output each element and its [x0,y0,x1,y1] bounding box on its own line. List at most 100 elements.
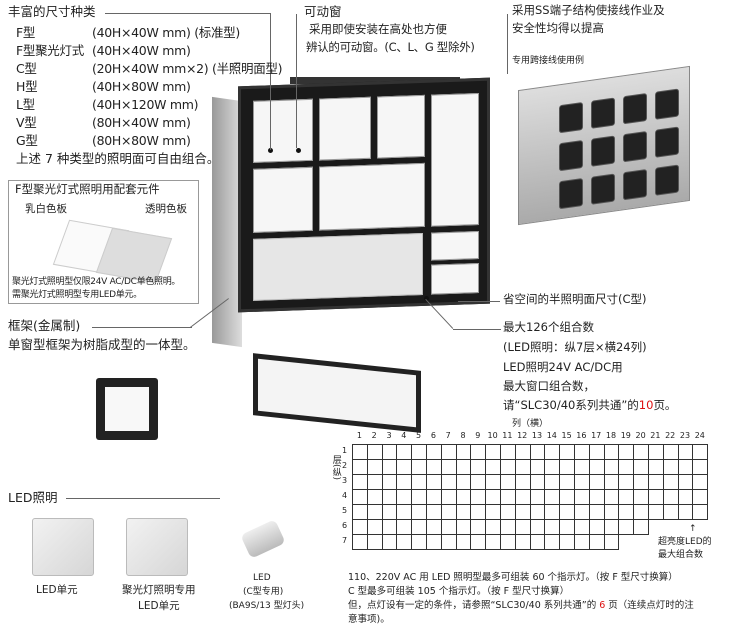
grid-cell [396,444,413,460]
grid-cell [396,519,413,535]
grid-cell [426,489,442,505]
grid-cell [426,459,442,475]
grid-cell [440,534,457,550]
grid-cell [366,444,383,460]
grid-row-number: 6 [342,521,348,530]
grid-cell [544,474,561,490]
grid-cell [455,489,472,505]
grid-cell [426,474,442,490]
grid-cell [352,504,368,520]
grid-col-number: 23 [679,431,691,440]
leader-line [270,13,271,150]
grid-cell [411,489,427,505]
grid-cell [574,489,590,505]
leader-line [92,327,192,328]
grid-cell [677,474,694,490]
lamp-label: (C型专用) [243,587,284,597]
grid-col-number: 11 [502,431,513,440]
grid-cell [500,444,516,460]
grid-cell [426,444,442,460]
grid-cell [588,474,605,490]
grid-cell [440,474,457,490]
page-ref: 6 [599,600,606,611]
grid-col-number: 18 [605,431,617,440]
grid-cell [485,474,501,490]
led-unit-image [32,518,94,576]
grid-cell [603,534,620,550]
grid-cell [426,534,442,550]
grid-cell [559,504,575,520]
grid-col-number: 22 [665,431,676,440]
grid-cell [500,519,516,535]
grid-cell [588,519,605,535]
page-ref: 10 [638,398,654,412]
size-types-title: 丰富的尺寸种类 [8,4,96,19]
grid-cell [366,474,383,490]
grid-cell [618,489,635,505]
grid-cell [692,489,709,505]
grid-cell [618,474,635,490]
grid-cell [529,504,546,520]
grid-note: 最大组合数 [658,550,704,560]
jumper-example-label: 专用跨接线使用例 [512,56,585,66]
window-c [431,230,479,261]
leader-line [105,13,270,14]
grid-cell [440,519,457,535]
grid-cell [574,444,590,460]
grid-cell [381,474,398,490]
max-combo-line: 最大126个组合数 [503,320,594,334]
footer-line: 意事项)。 [348,614,390,625]
grid-cell [603,519,620,535]
grid-cell [381,459,398,475]
pointer-dot [424,296,429,301]
window-c [431,262,479,295]
grid-cell [485,534,501,550]
grid-cell [559,534,575,550]
grid-row-number: 4 [342,491,348,500]
grid-col-number: 14 [546,431,557,440]
grid-cell [500,504,516,520]
spotlight-kit-box: F型聚光灯式照明用配套元件 乳白色板 透明色板 聚光灯式照明型仅限24V AC/… [8,180,199,304]
grid-cell [544,489,561,505]
grid-cell [692,474,709,490]
window-v [431,92,479,227]
grid-cell [366,489,383,505]
grid-cell [544,534,561,550]
size-types-note: 上述 7 种类型的照明面可自由组合。 [16,151,220,166]
grid-cell [633,444,649,460]
movable-window-desc: 采用即使安装在高处也方便 [309,22,447,36]
grid-cell [692,504,709,520]
grid-cell [485,459,501,475]
grid-note: 超亮度LED的 [658,537,712,547]
size-item: F型聚光灯式(40H×40W mm) [16,43,191,58]
grid-cell [455,444,472,460]
grid-cell [352,459,368,475]
grid-cell [366,504,383,520]
grid-cell [648,474,664,490]
spot-unit-label: 聚光灯照明专用 [122,584,196,596]
grid-cell [470,519,487,535]
grid-cell [692,459,709,475]
grid-cell [633,519,649,535]
grid-cell [411,519,427,535]
grid-cell [544,504,561,520]
grid-cell [514,474,531,490]
grid-cell [529,444,546,460]
grid-row-number: 2 [342,461,348,470]
grid-cell [574,474,590,490]
grid-cell [455,534,472,550]
led-title: LED照明 [8,490,58,505]
grid-col-number: 9 [475,431,481,440]
grid-cell [396,504,413,520]
grid-cell [485,489,501,505]
size-item: C型(20H×40W mm×2) (半照明面型) [16,61,283,76]
grid-cell [470,474,487,490]
grid-cell [440,489,457,505]
grid-cell [588,504,605,520]
grid-cell [485,444,501,460]
movable-window-desc: 辨认的可动窗。(C、L、G 型除外) [306,40,475,54]
window-g [319,162,425,231]
grid-cell [455,459,472,475]
max-combo-line: 最大窗口组合数， [503,379,595,393]
grid-cell [603,444,620,460]
